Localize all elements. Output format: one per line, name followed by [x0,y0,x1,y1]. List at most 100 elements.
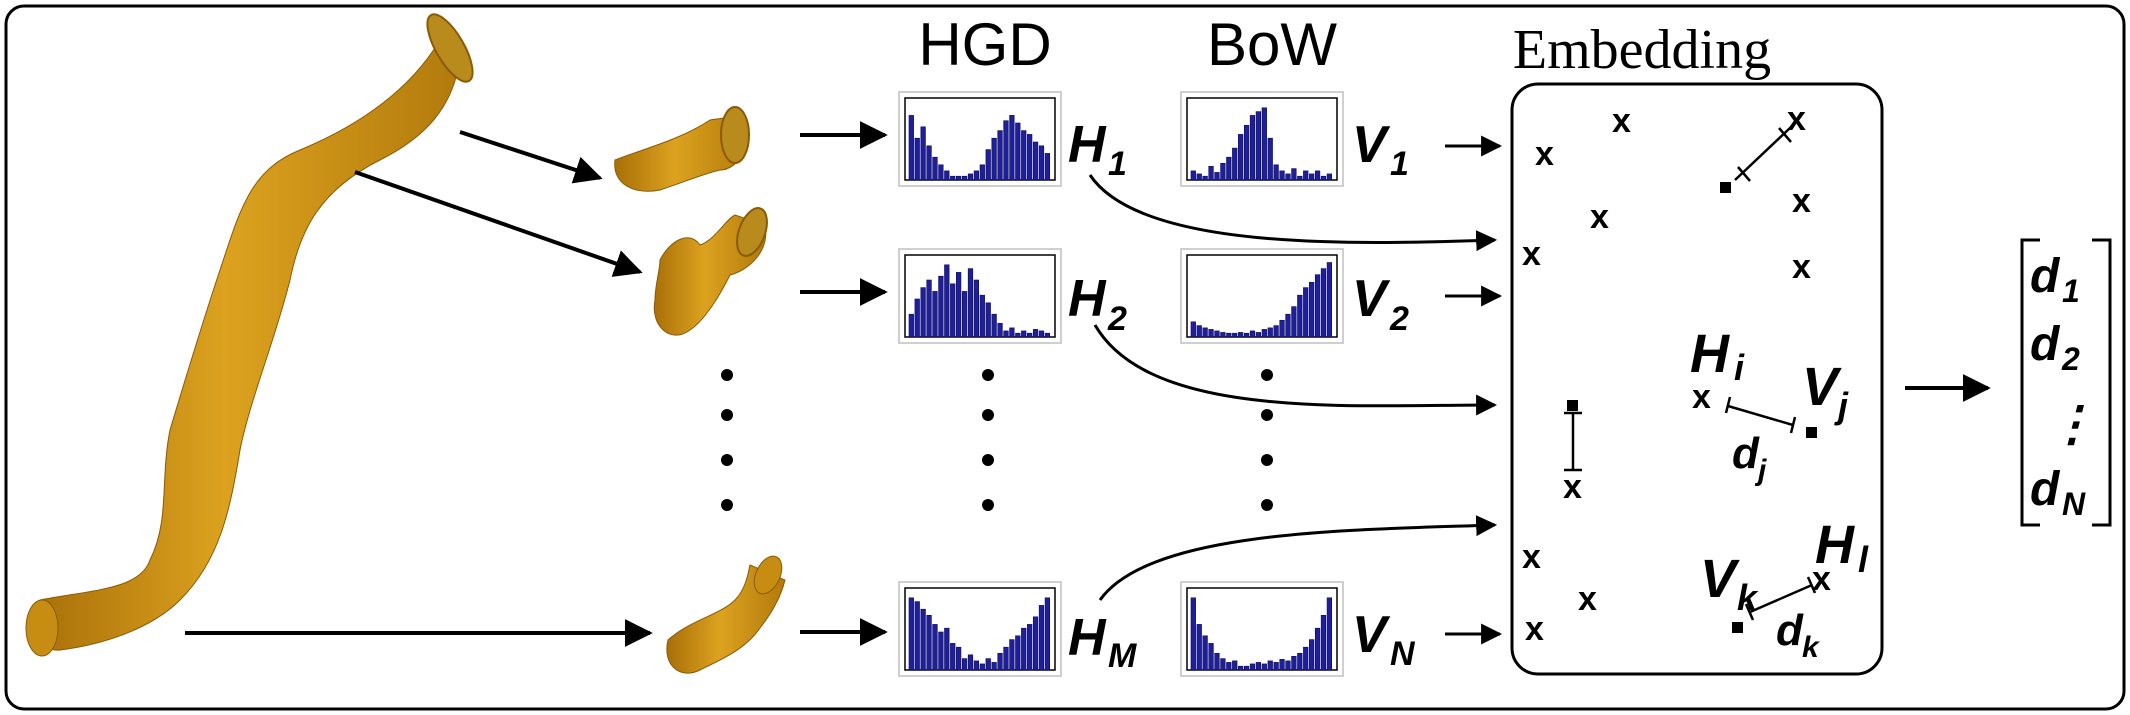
bow-header: BoW [1207,11,1337,78]
v-label-n: V N [1352,606,1416,673]
bow-histogram-bar [1309,281,1315,338]
split-arrow-2 [354,170,643,277]
hgd-histogram-bar [1003,646,1009,671]
bow-histogram-3 [1180,581,1344,677]
hgd-histogram-bar [967,173,974,181]
hgd-histogram-bar [932,156,938,181]
hgd-histogram-bar [1021,330,1027,338]
bow-histogram-bar [1297,652,1303,671]
hgd-histogram-bar [1038,145,1045,181]
bow-histogram-bar [1314,274,1321,338]
bow-histogram-2 [1180,248,1344,344]
hgd-histogram-bar [944,170,950,181]
hgd-histogram-bar [950,283,956,338]
pair-vk-hl: V k x H l d k [1700,515,1869,664]
bow-ellipsis [1261,369,1273,511]
svg-text:V: V [1802,357,1842,417]
bow-histogram-bar [1249,663,1256,671]
bow-histogram-bar [1267,327,1273,338]
bow-histogram-bar [1285,660,1291,671]
bow-histogram-bar [1208,643,1214,671]
bow-histogram-bar [1261,663,1267,671]
hgd-histogram-bar [997,652,1003,671]
bow-histogram-bar [1279,170,1285,181]
bow-histogram-bar [1326,597,1332,671]
hgd-histogram-bar [1015,635,1021,671]
bow-histogram-bar [1238,665,1244,671]
bow-histogram-bar [1291,306,1297,338]
svg-text:j: j [1754,454,1767,487]
bow-histogram-bar [1249,115,1256,181]
pair-top: x [1720,100,1806,193]
bow-histogram-bar [1267,137,1273,181]
hgd-histogram-bar [985,149,991,181]
hgd-histogram-bar [961,291,968,338]
bow-histogram-bar [1297,175,1303,181]
hgd-histogram-bar [956,646,962,671]
svg-text:V: V [1352,606,1391,664]
bow-histogram-bar [1190,321,1196,338]
svg-text:x: x [1535,135,1554,173]
bow-histogram-1 [1180,91,1344,187]
svg-text:V: V [1352,116,1391,174]
hgd-histogram-bar [1009,327,1015,338]
bow-histogram-bar [1314,170,1321,181]
hgd-histogram-bar [1032,616,1039,671]
embedding-x-markers: x x x x x x x x x [1522,102,1811,648]
bow-histogram-bar [1214,330,1220,338]
svg-text:j: j [1834,385,1849,426]
h-label-1: H 1 [1068,116,1127,183]
hgd-histogram-bar [973,660,980,671]
hgd-histogram-bar [932,624,938,671]
bow-histogram-bar [1279,319,1285,338]
hgd-histogram-bar [997,323,1003,338]
bow-histogram-bar [1196,624,1202,671]
bow-histogram-bar [1255,111,1261,181]
v-label-2: V 2 [1352,270,1409,338]
pair-left: x [1563,400,1582,506]
hgd-histogram-bar [1009,115,1015,181]
hgd-ellipsis [982,369,994,511]
split-arrow-1 [459,130,603,184]
hgd-histogram-bar [961,175,968,181]
bow-histograms [1180,91,1344,677]
hgd-histogram-bar [1038,330,1045,338]
svg-text:x: x [1612,102,1631,140]
svg-text:k: k [1737,577,1759,618]
svg-text:H: H [1815,515,1855,575]
hgd-histogram-bar [956,175,962,181]
bow-histogram-bar [1208,329,1214,338]
svg-text:1: 1 [1108,145,1127,183]
svg-text:M: M [1108,637,1137,675]
hgd-histogram-bar [985,658,991,671]
bow-histogram-bar [1220,162,1226,181]
hgd-histogram-bar [956,272,962,338]
bow-histogram-bar [1226,156,1232,181]
embedding-box [1510,82,1884,676]
hgd-histogram-bar [926,279,932,338]
bow-histogram-bar [1303,646,1309,671]
svg-text:i: i [1734,347,1745,388]
bow-histogram-bar [1273,164,1279,181]
sub-segment-m [666,555,786,674]
bow-histogram-bar [1243,665,1250,671]
full-vessel-segment [25,13,474,657]
hgd-histogram-bar [926,614,932,671]
svg-text:H: H [1068,270,1107,328]
hgd-histogram-bar [950,175,956,181]
bow-histogram-bar [1232,147,1238,181]
hgd-histogram-bar [920,287,926,338]
bow-histogram-bar [1273,662,1279,671]
bow-histogram-bar [1285,313,1291,338]
hgd-histogram-bar [985,302,991,338]
h-label-2: H 2 [1068,270,1127,338]
hgd-histogram-bar [944,627,950,671]
sub-segment-2 [653,207,768,336]
svg-text:k: k [1802,631,1820,664]
v-label-1: V 1 [1352,116,1409,183]
hgd-histogram-bar [914,137,920,181]
svg-text:V: V [1700,549,1740,609]
hgd-histogram-bar [1009,639,1015,671]
hgd-histogram-bar [920,126,926,181]
bow-histogram-bar [1320,614,1327,671]
